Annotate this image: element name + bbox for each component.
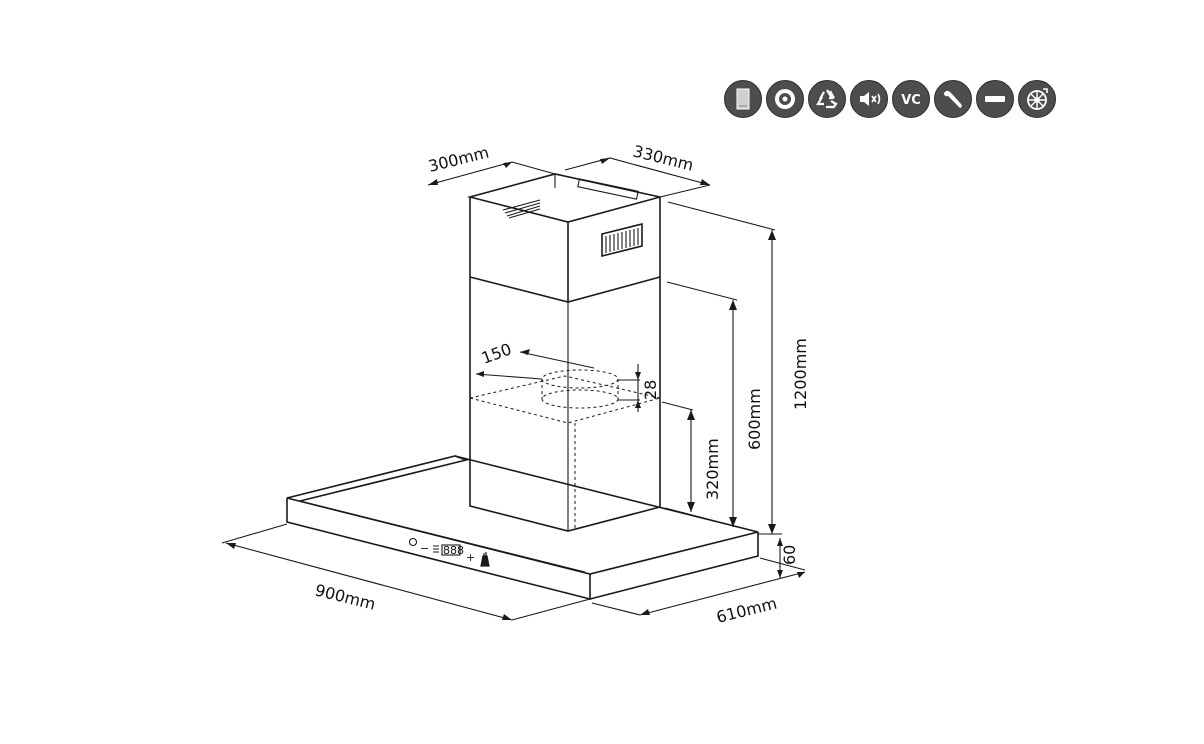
- lower-chimney: [469, 276, 661, 532]
- dim-upper-height: 600mm: [664, 281, 764, 528]
- recirculation-icon: [808, 80, 846, 118]
- plus-sign: +: [466, 551, 475, 564]
- label-900mm: 900mm: [313, 580, 377, 613]
- fan-speed-icon: [433, 545, 439, 553]
- filter-panel-icon: [724, 80, 762, 118]
- display-frame: [441, 544, 461, 556]
- label-1200mm: 1200mm: [791, 338, 810, 410]
- label-600mm: 600mm: [745, 388, 764, 450]
- dim-outlet-diameter: 150: [475, 339, 595, 380]
- dim-outlet-height: 28: [618, 364, 660, 412]
- canopy: [286, 455, 759, 601]
- minus-sign: −: [420, 542, 429, 555]
- label-330mm: 330mm: [631, 141, 695, 174]
- label-28: 28: [641, 380, 660, 400]
- dim-lower-height: 320mm: [661, 401, 722, 512]
- vc-motor-icon: VC: [892, 80, 930, 118]
- feature-icons: VC: [724, 80, 1056, 118]
- upper-chimney: [466, 173, 661, 302]
- slim-profile-icon: [976, 80, 1014, 118]
- control-panel: − 888 +: [408, 537, 490, 567]
- dim-total-height: 1200mm: [667, 201, 810, 535]
- vent-slots-left: [502, 199, 541, 219]
- carbon-filter-icon: [766, 80, 804, 118]
- vc-motor-label: VC: [901, 93, 921, 108]
- dim-canopy-thickness: 60: [777, 538, 799, 578]
- vent-slots-right: [601, 222, 643, 258]
- light-icon: [480, 552, 490, 567]
- dim-canopy-depth: 610mm: [591, 557, 806, 627]
- timer-icon: [408, 537, 418, 547]
- dim-canopy-width: 900mm: [221, 523, 591, 621]
- turbo-fan-icon: [1018, 80, 1056, 118]
- motor-housing-hidden: [469, 369, 661, 529]
- easy-install-icon: [934, 80, 972, 118]
- label-610mm: 610mm: [714, 594, 778, 627]
- low-noise-icon: [850, 80, 888, 118]
- display-digits: 888: [443, 544, 464, 557]
- label-320mm: 320mm: [703, 438, 722, 500]
- label-60: 60: [780, 545, 799, 565]
- label-150: 150: [479, 339, 514, 367]
